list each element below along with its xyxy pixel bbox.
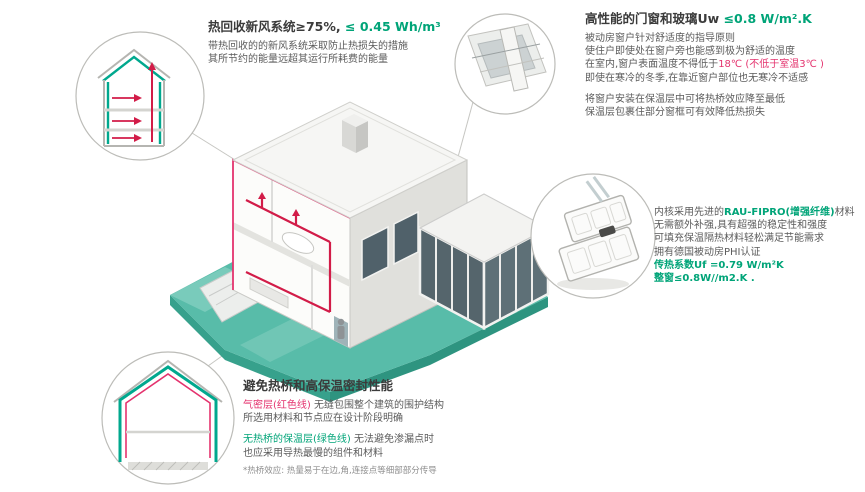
thermal-body-line: 所选用材料和节点应在设计阶段明确 bbox=[243, 413, 403, 425]
hrv-body-line: 其所节约的能量远超其运行所耗费的能量 bbox=[208, 54, 388, 66]
insulation-text: 无法避免渗漏点时 bbox=[350, 434, 434, 446]
house-cutaway-illustration bbox=[231, 101, 550, 349]
hrv-section-drawing bbox=[97, 48, 171, 147]
thermal-title: 避免热桥和高保温密封性能 bbox=[243, 378, 394, 393]
glass-wing bbox=[418, 193, 550, 331]
profile-uw-stat: 整窗≤0.8W//m2.K . bbox=[654, 273, 755, 285]
window-body-line: 保温层包裹住部分窗框可有效降低热损失 bbox=[585, 107, 765, 119]
person-figure bbox=[337, 318, 345, 339]
window-title: 高性能的门窗和玻璃Uw ≤0.8 W/m².K bbox=[585, 11, 863, 27]
glass-pane-edge bbox=[585, 175, 610, 203]
callout-profile bbox=[530, 173, 656, 299]
profile-core-text: 内核采用先进的 bbox=[654, 207, 724, 218]
window-body-line: 使住户即使处在窗户旁也能感到极为舒适的温度 bbox=[585, 46, 795, 58]
insulation-green-line bbox=[118, 365, 218, 462]
roof-vent-stack bbox=[342, 114, 368, 153]
foundation bbox=[128, 462, 208, 470]
profile-body-line: 拥有德国被动房PHI认证 bbox=[654, 246, 761, 258]
window-profile-drawing bbox=[558, 175, 640, 282]
profile-body-line: 无需额外补强,具有超强的稳定性和强度 bbox=[654, 220, 828, 232]
profile-uf-stat: 传热系数Uf =0.79 W/m²K bbox=[654, 259, 784, 271]
gasket bbox=[598, 225, 616, 238]
window-temp-text: 在室内,窗户表面温度不得低于 bbox=[585, 59, 719, 71]
roof-outline bbox=[113, 359, 223, 403]
airtight-label: 气密层(红色线) bbox=[243, 400, 311, 411]
window-title-main: 高性能的门窗和玻璃Uw bbox=[585, 11, 724, 26]
window-body-line: 在室内,窗户表面温度不得低于18℃ (不低于室温3℃ ) bbox=[585, 58, 863, 71]
section-window-text: 高性能的门窗和玻璃Uw ≤0.8 W/m².K 被动房窗户针对舒适度的指导原则 … bbox=[585, 11, 863, 119]
airflow-arrows bbox=[112, 97, 136, 139]
window-corner-drawing bbox=[467, 23, 547, 92]
thermal-footnote: *热桥效应: 热量易于在边,角,连接点等细部部分传导 bbox=[243, 465, 437, 476]
airtight-text: 无缝包围整个建筑的围护结构 bbox=[310, 400, 444, 411]
profile-body-line: 可填充保温隔热材料轻松满足节能需求 bbox=[654, 233, 824, 245]
window-title-value: ≤0.8 W/m².K bbox=[723, 11, 812, 26]
hrv-title: 热回收新风系统≥75%, ≤ 0.45 Wh/m³ bbox=[208, 19, 478, 35]
section-profile-text: 内核采用先进的RAU-FIPRO(增强纤维)材料 无需额外补强,具有超强的稳定性… bbox=[654, 206, 864, 285]
callout-thermal bbox=[101, 351, 235, 485]
window-body-line: 将窗户安装在保温层中可将热桥效应降至最低 bbox=[585, 93, 785, 105]
window bbox=[361, 225, 389, 282]
profile-material-name: RAU-FIPRO(增强纤维) bbox=[724, 207, 835, 218]
airtight-red-line bbox=[125, 373, 211, 458]
thermal-body-line: 也应采用导热最慢的组件和材料 bbox=[243, 447, 383, 459]
insulation-label: 无热桥的保温层(绿色线) bbox=[243, 434, 351, 446]
section-thermal-text: 避免热桥和高保温密封性能 气密层(红色线) 无缝包围整个建筑的围护结构 所选用材… bbox=[243, 378, 583, 478]
floor-slab bbox=[233, 222, 350, 287]
bathtub bbox=[281, 232, 315, 254]
callout-hrv bbox=[75, 31, 205, 161]
kitchen-counter bbox=[249, 277, 289, 309]
thermal-section-drawing bbox=[113, 359, 223, 471]
thermal-insulation-line: 无热桥的保温层(绿色线) 无法避免渗漏点时 bbox=[243, 433, 583, 446]
duct-arrowheads bbox=[258, 192, 300, 216]
section-hrv-text: 热回收新风系统≥75%, ≤ 0.45 Wh/m³ 带热回收的的新风系统采取防止… bbox=[208, 19, 478, 66]
window bbox=[393, 210, 419, 266]
window-body-line: 即使在寒冷的冬季,在靠近窗户部位也无寒冷不适感 bbox=[585, 72, 809, 84]
hrv-title-main: 热回收新风系统≥75%, bbox=[208, 19, 341, 34]
callout-window-corner bbox=[454, 13, 556, 115]
profile-shadow bbox=[557, 278, 629, 290]
profile-body-line: 内核采用先进的RAU-FIPRO(增强纤维)材料 bbox=[654, 206, 864, 219]
hrv-body-line: 带热回收的的新风系统采取防止热损失的措施 bbox=[208, 41, 408, 52]
window-temp-note: (不低于室温3℃ ) bbox=[742, 59, 824, 71]
thermal-airtight-line: 气密层(红色线) 无缝包围整个建筑的围护结构 bbox=[243, 399, 583, 412]
hrv-title-value: ≤ 0.45 Wh/m³ bbox=[340, 19, 441, 34]
profile-material-suffix: 材料 bbox=[834, 207, 855, 218]
window-body-line: 被动房窗户针对舒适度的指导原则 bbox=[585, 33, 735, 44]
window-temp-value: 18℃ bbox=[718, 59, 743, 71]
